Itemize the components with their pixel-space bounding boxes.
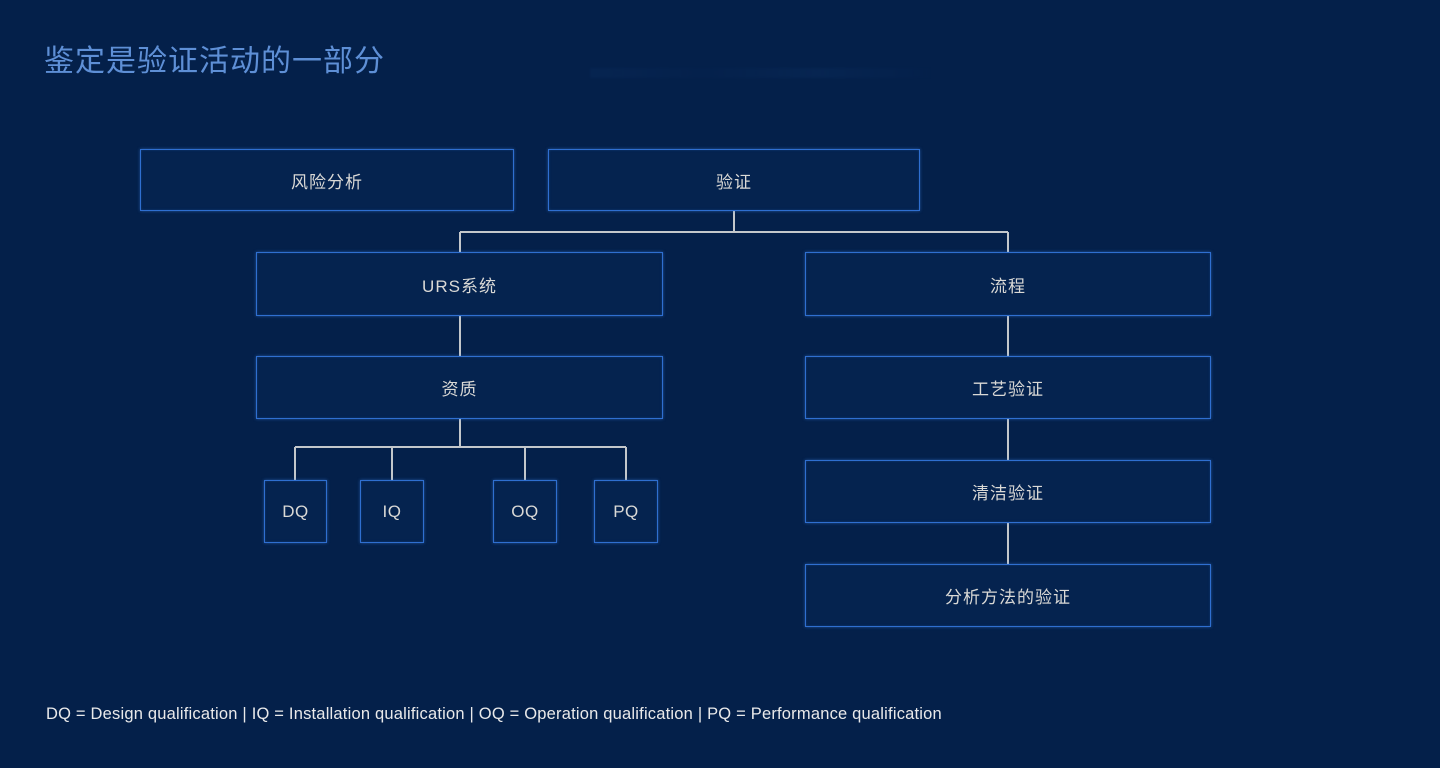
node-dq[interactable]: DQ [264,480,327,543]
node-label: 资质 [441,380,478,399]
node-label: 流程 [990,276,1026,296]
node-cleaning-validation[interactable]: 清洁验证 [805,460,1211,523]
node-analytical-method-validation[interactable]: 分析方法的验证 [805,564,1211,627]
node-iq[interactable]: IQ [360,480,424,543]
node-pq[interactable]: PQ [594,480,658,543]
node-label: 验证 [716,172,752,192]
node-label: 分析方法的验证 [945,588,1071,607]
page-title: 鉴定是验证活动的一部分 [44,45,385,78]
node-label: 工艺验证 [972,380,1044,399]
node-validation[interactable]: 验证 [548,149,920,211]
node-qualification[interactable]: 资质 [256,356,663,419]
node-label: DQ [282,501,309,521]
node-oq[interactable]: OQ [493,480,557,543]
node-label: 风险分析 [291,172,363,192]
node-label: 清洁验证 [972,484,1044,503]
node-label: OQ [511,501,539,521]
node-label: PQ [613,501,639,521]
node-label: URS系统 [422,276,497,296]
background-artifact [590,68,930,78]
node-process[interactable]: 流程 [805,252,1211,316]
node-risk-analysis[interactable]: 风险分析 [140,149,514,211]
node-process-validation[interactable]: 工艺验证 [805,356,1211,419]
node-urs-system[interactable]: URS系统 [256,252,663,316]
abbreviation-legend: DQ = Design qualification | IQ = Install… [46,705,942,723]
node-label: IQ [382,501,402,521]
